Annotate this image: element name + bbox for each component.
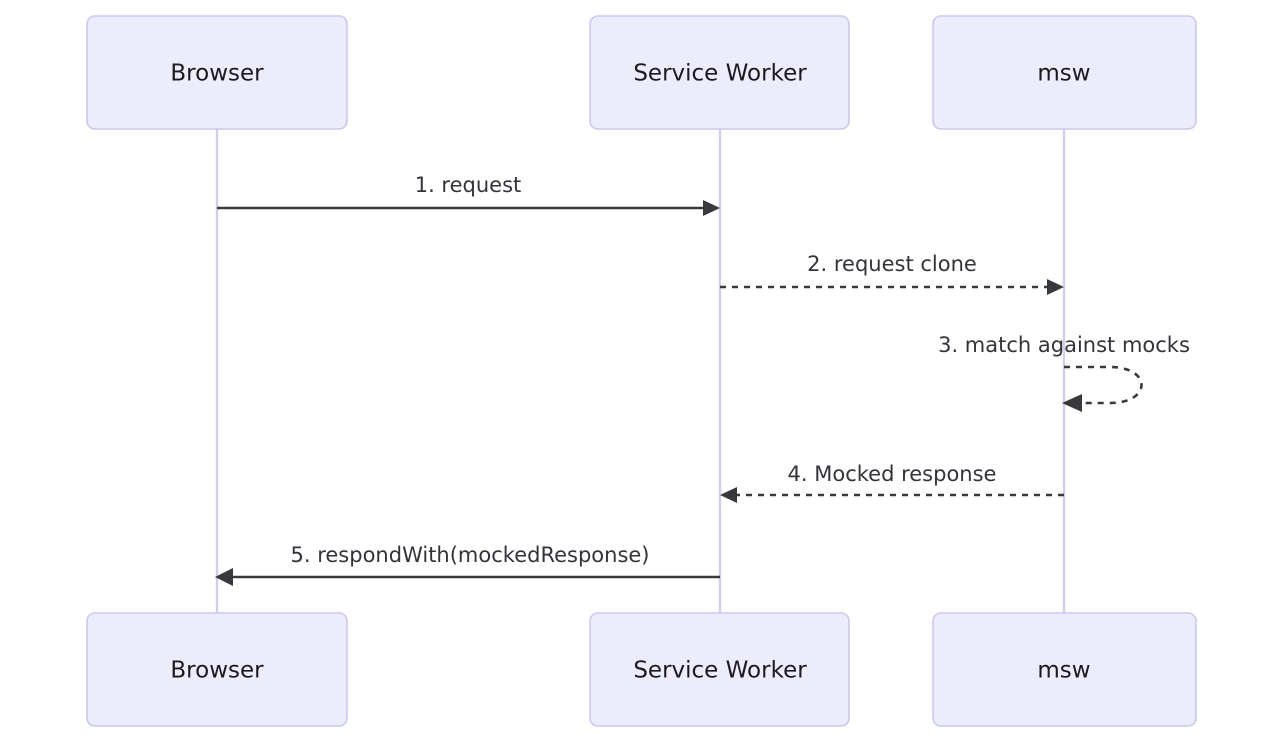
actor-footer-msw[interactable]: msw <box>932 612 1197 727</box>
actor-box-msw[interactable] <box>932 15 1197 130</box>
message-3-match-against-mocks[interactable]: 3. match against mocks <box>938 333 1190 412</box>
actor-label-service-worker: Service Worker <box>633 61 807 87</box>
actor-label-service-worker-bottom: Service Worker <box>633 658 807 684</box>
actor-header-service-worker[interactable]: Service Worker <box>589 15 850 130</box>
message-1-request[interactable]: 1. request <box>217 173 720 216</box>
actor-label-msw: msw <box>1037 61 1090 87</box>
lifelines-group <box>215 129 1066 614</box>
actor-label-browser: Browser <box>170 61 264 87</box>
actor-label-msw-bottom: msw <box>1037 658 1090 684</box>
message-5-arrowhead-icon <box>215 568 233 586</box>
actor-header-browser[interactable]: Browser <box>86 15 348 130</box>
actor-box-browser-bottom[interactable] <box>86 612 348 727</box>
message-5-label: 5. respondWith(mockedResponse) <box>291 543 650 567</box>
message-4-arrowhead-icon <box>720 487 737 503</box>
actor-box-service-worker[interactable] <box>589 15 850 130</box>
message-4-mocked-response[interactable]: 4. Mocked response <box>720 462 1064 503</box>
message-1-label: 1. request <box>415 173 522 197</box>
actor-header-msw[interactable]: msw <box>932 15 1197 130</box>
message-3-self-loop-line <box>1064 365 1143 405</box>
actor-footer-service-worker[interactable]: Service Worker <box>589 612 850 727</box>
message-2-arrowhead-icon <box>1047 279 1064 295</box>
message-2-request-clone[interactable]: 2. request clone <box>720 252 1064 295</box>
message-4-label: 4. Mocked response <box>788 462 997 486</box>
actor-box-msw-bottom[interactable] <box>932 612 1197 727</box>
message-3-arrowhead-icon <box>1062 394 1082 412</box>
message-1-arrowhead-icon <box>703 200 720 216</box>
actor-label-browser-bottom: Browser <box>170 658 264 684</box>
message-2-label: 2. request clone <box>807 252 977 276</box>
message-5-respond-with[interactable]: 5. respondWith(mockedResponse) <box>215 543 720 586</box>
actor-box-browser[interactable] <box>86 15 348 130</box>
actor-footer-browser[interactable]: Browser <box>86 612 348 727</box>
actor-box-service-worker-bottom[interactable] <box>589 612 850 727</box>
message-3-label: 3. match against mocks <box>938 333 1190 357</box>
